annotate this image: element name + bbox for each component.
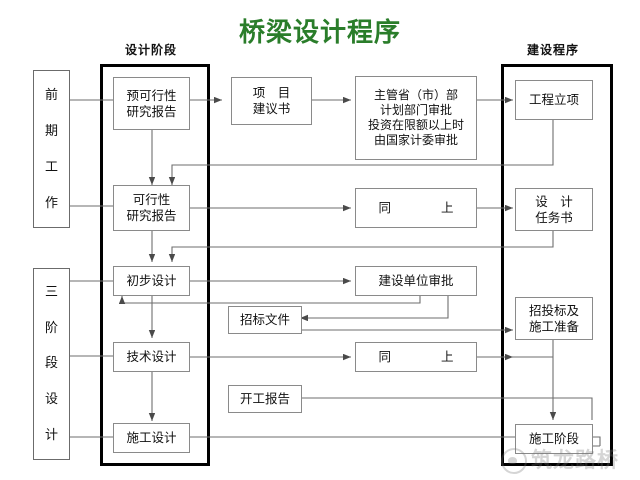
box-project-initiation[interactable]: 工程立项	[515, 80, 593, 120]
stage-label-three-phase-design: 三 阶 段 设 计	[33, 268, 70, 460]
column-header-design-stage: 设计阶段	[124, 43, 177, 57]
box-line: 项 目	[252, 85, 291, 101]
box-line: 由国家计委审批	[373, 133, 458, 147]
box-line: 计划部门审批	[379, 103, 452, 117]
box-line: 同 上	[378, 200, 454, 216]
box-bidding-and-preparation[interactable]: 招投标及 施工准备	[515, 297, 593, 340]
box-line: 招投标及	[528, 302, 579, 318]
box-pre-feasibility-report[interactable]: 预可行性 研究报告	[113, 77, 190, 130]
stage-label-char: 三	[44, 285, 58, 301]
stage-label-early-works: 前 期 工 作	[33, 70, 70, 228]
box-line: 研究报告	[126, 208, 177, 223]
box-authority-approval[interactable]: 主管省（市）部 计划部门审批 投资在限额以上时 由国家计委审批	[355, 76, 477, 160]
box-same-as-above-1[interactable]: 同 上	[355, 188, 477, 228]
box-line: 技术设计	[126, 349, 177, 365]
box-line: 投资在限额以上时	[367, 118, 464, 132]
stage-label-char: 期	[44, 123, 58, 139]
box-line: 工程立项	[528, 92, 579, 108]
box-start-work-report[interactable]: 开工报告	[228, 385, 302, 413]
box-line: 主管省（市）部	[373, 88, 458, 102]
box-line: 预可行性	[126, 87, 177, 103]
box-line: 建议书	[252, 101, 291, 116]
stage-label-char: 设	[44, 392, 58, 408]
stage-label-char: 前	[44, 87, 58, 103]
box-line: 设 计	[535, 193, 573, 209]
box-line: 施工设计	[126, 430, 177, 446]
box-line: 同 上	[378, 349, 454, 365]
construction-program-lane	[501, 64, 613, 466]
design-stage-lane	[100, 64, 210, 466]
box-line: 招标文件	[239, 312, 290, 328]
box-line: 初步设计	[126, 273, 177, 289]
stage-label-char: 阶	[44, 320, 58, 336]
box-line: 建设单位审批	[378, 273, 454, 289]
box-technical-design[interactable]: 技术设计	[113, 342, 190, 372]
stage-label-char: 工	[44, 159, 58, 175]
box-feasibility-report[interactable]: 可行性 研究报告	[113, 185, 190, 231]
stage-label-char: 计	[44, 427, 58, 443]
box-line: 开工报告	[239, 391, 290, 407]
box-construction-design[interactable]: 施工设计	[113, 423, 190, 453]
box-construction-phase[interactable]: 施工阶段	[515, 424, 593, 454]
column-header-construction-program: 建设程序	[526, 43, 579, 57]
box-design-task-book[interactable]: 设 计 任务书	[515, 188, 593, 231]
box-line: 施工阶段	[528, 431, 579, 447]
box-owner-approval[interactable]: 建设单位审批	[355, 266, 477, 296]
stage-label-char: 段	[44, 356, 58, 372]
box-same-as-above-2[interactable]: 同 上	[355, 342, 477, 372]
page-title: 桥梁设计程序	[238, 18, 401, 48]
box-line: 施工准备	[528, 318, 579, 334]
box-line: 研究报告	[126, 103, 177, 119]
box-preliminary-design[interactable]: 初步设计	[113, 266, 190, 296]
stage-label-char: 作	[44, 195, 58, 211]
box-bidding-documents[interactable]: 招标文件	[228, 306, 302, 334]
box-project-proposal[interactable]: 项 目 建议书	[231, 77, 312, 125]
box-line: 任务书	[535, 209, 573, 225]
box-line: 可行性	[132, 192, 171, 208]
